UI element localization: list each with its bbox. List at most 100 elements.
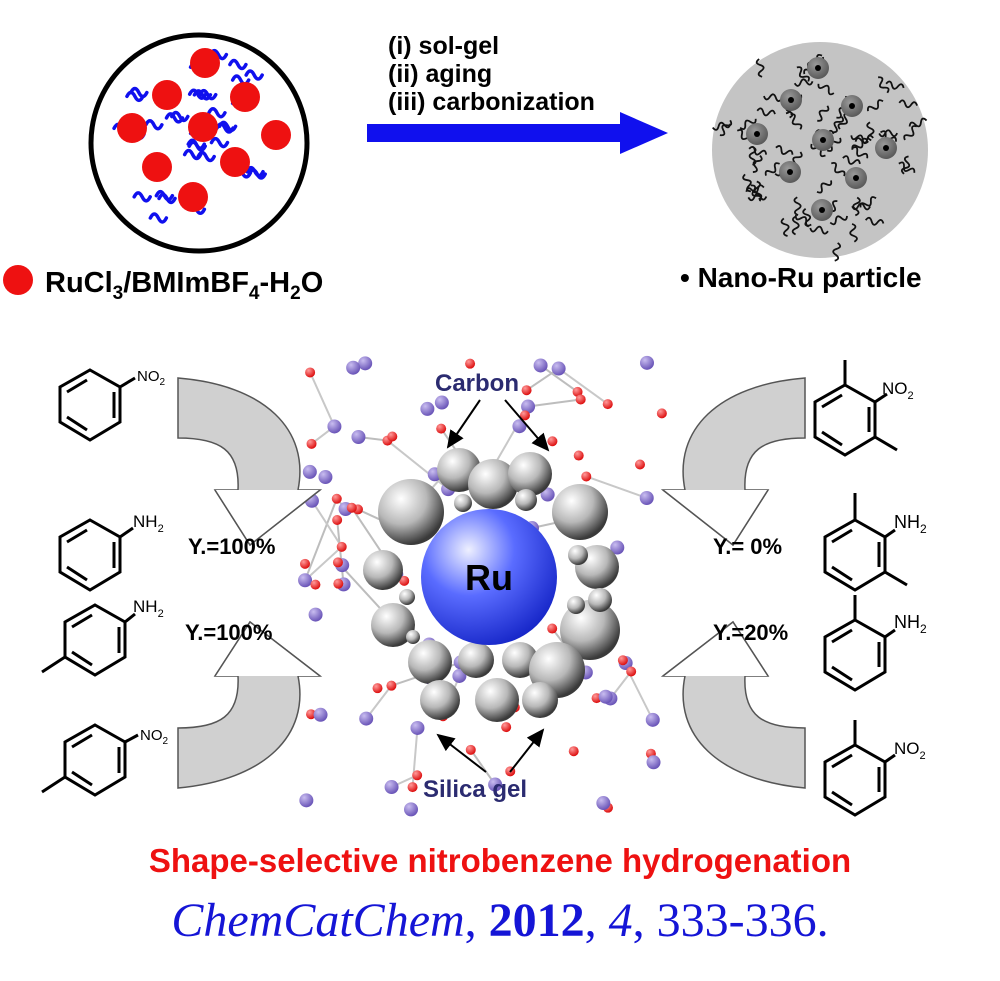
silica-bond	[304, 498, 338, 581]
ionic-liquid-squiggle	[217, 120, 238, 133]
silicon-atom	[639, 491, 654, 506]
ionic-liquid-squiggle	[170, 110, 190, 123]
silicon-atom	[645, 712, 660, 727]
silicon-atom	[512, 419, 527, 434]
carbon-sphere	[502, 642, 538, 678]
group-nitro-2: NO2	[140, 727, 169, 747]
nano-ru-core-center	[849, 103, 855, 109]
molecule-nitrobenzene	[58, 368, 136, 442]
carbon-sphere	[458, 642, 494, 678]
carbon-squiggle	[745, 184, 765, 194]
silica-bond	[527, 398, 581, 408]
ru-nanoparticle	[421, 509, 557, 645]
ionic-liquid-squiggle	[192, 89, 213, 101]
carbon-squiggle	[739, 118, 757, 131]
carbon-sphere	[371, 603, 415, 647]
carbon-sphere	[588, 588, 612, 612]
molecule-2-6-dimethylaniline	[823, 493, 908, 592]
carbon-sphere	[560, 600, 620, 660]
molecule-p-toluidine	[41, 603, 136, 677]
silicon-atom	[420, 401, 435, 416]
silicon-atom	[533, 358, 548, 373]
carbon-sphere	[468, 459, 518, 509]
carbon-squiggle	[791, 215, 800, 236]
silicon-atom	[308, 607, 323, 622]
oxygen-atom	[617, 655, 628, 666]
silica-network-panel: Ru Carbon Silica gel	[298, 355, 669, 817]
oxygen-atom	[572, 386, 583, 397]
oxygen-atom	[519, 410, 530, 421]
carbon-label: Carbon	[435, 370, 519, 397]
silica-gel-label: Silica gel	[423, 776, 527, 803]
silicon-atom	[359, 711, 374, 726]
ionic-liquid-squiggle	[144, 119, 164, 131]
silica-bond	[311, 500, 343, 548]
silicon-atom	[551, 361, 566, 376]
carbon-squiggle	[802, 208, 812, 228]
carbon-squiggle	[756, 107, 776, 117]
oxygen-atom	[568, 746, 579, 757]
carbon-squiggle	[832, 242, 842, 262]
carbon-sphere	[552, 484, 608, 540]
arrow-right-lower	[660, 620, 806, 789]
ionic-liquid-squiggle	[209, 136, 230, 149]
silica-bond	[540, 364, 579, 393]
molecule-2-nitrotoluene	[823, 720, 896, 817]
oxygen-atom	[336, 541, 347, 552]
carbon-squiggle	[842, 155, 861, 165]
carbon-spheres	[363, 448, 620, 722]
carbon-sphere	[454, 494, 472, 512]
step-carbonization: (iii) carbonization	[388, 88, 595, 116]
ru-precursor-dot	[230, 82, 260, 112]
arrow-left-upper	[177, 377, 323, 547]
ru-precursor-dot	[188, 112, 218, 142]
carbon-squiggle	[763, 93, 783, 102]
ionic-liquid-squiggle	[244, 69, 264, 81]
silicon-atom	[358, 356, 373, 371]
oxygen-atom	[310, 579, 321, 590]
carbon-squiggle	[793, 78, 814, 87]
yield-methylaniline: Y.=20%	[713, 620, 788, 645]
oxygen-atom	[399, 575, 410, 586]
carbon-squiggle	[849, 223, 858, 243]
carbon-squiggle	[864, 216, 885, 226]
step-aging: (ii) aging	[388, 60, 492, 88]
carbon-squiggle	[775, 145, 794, 155]
carbon-squiggle	[885, 80, 905, 90]
ru-precursor-dot	[190, 48, 220, 78]
carbon-sphere	[475, 678, 519, 722]
citation: ChemCatChem, 2012, 4, 333-336.	[171, 894, 829, 947]
legend-red-dot	[3, 265, 33, 295]
ionic-liquid-squiggle	[132, 191, 152, 203]
ru-label: Ru	[465, 557, 513, 598]
carbon-sphere	[568, 545, 588, 565]
silicon-atom	[596, 796, 611, 811]
carbon-squiggle	[790, 113, 803, 130]
oxygen-atom	[332, 514, 343, 525]
oxygen-atom	[656, 408, 667, 419]
nano-ru-core-center	[787, 169, 793, 175]
carbon-squiggles	[712, 53, 928, 262]
oxygen-atom	[575, 394, 586, 405]
ionic-liquid-squiggle	[164, 112, 185, 124]
group-amine-1: NH2	[133, 512, 164, 535]
carbon-squiggle	[852, 196, 861, 217]
nano-ru-core-center	[754, 131, 760, 137]
carbon-squiggle	[752, 154, 763, 173]
step-sol-gel: (i) sol-gel	[388, 32, 499, 60]
carbon-squiggle	[793, 196, 802, 217]
oxygen-atom	[332, 557, 343, 568]
silica-bond	[469, 749, 496, 786]
silicon-atom	[298, 573, 313, 588]
silicon-atom	[410, 720, 425, 735]
silicon-atom	[384, 780, 399, 795]
carbon-squiggle	[817, 105, 830, 122]
oxygen-atom	[521, 385, 532, 396]
nano-ru-cores	[746, 57, 897, 221]
carbon-squiggle	[850, 134, 869, 145]
ionic-liquid-squiggle	[245, 165, 265, 178]
silicon-atom	[610, 540, 625, 555]
carbon-squiggle	[832, 116, 844, 134]
carbon-squiggle	[753, 180, 763, 201]
carbon-sphere	[406, 630, 420, 644]
